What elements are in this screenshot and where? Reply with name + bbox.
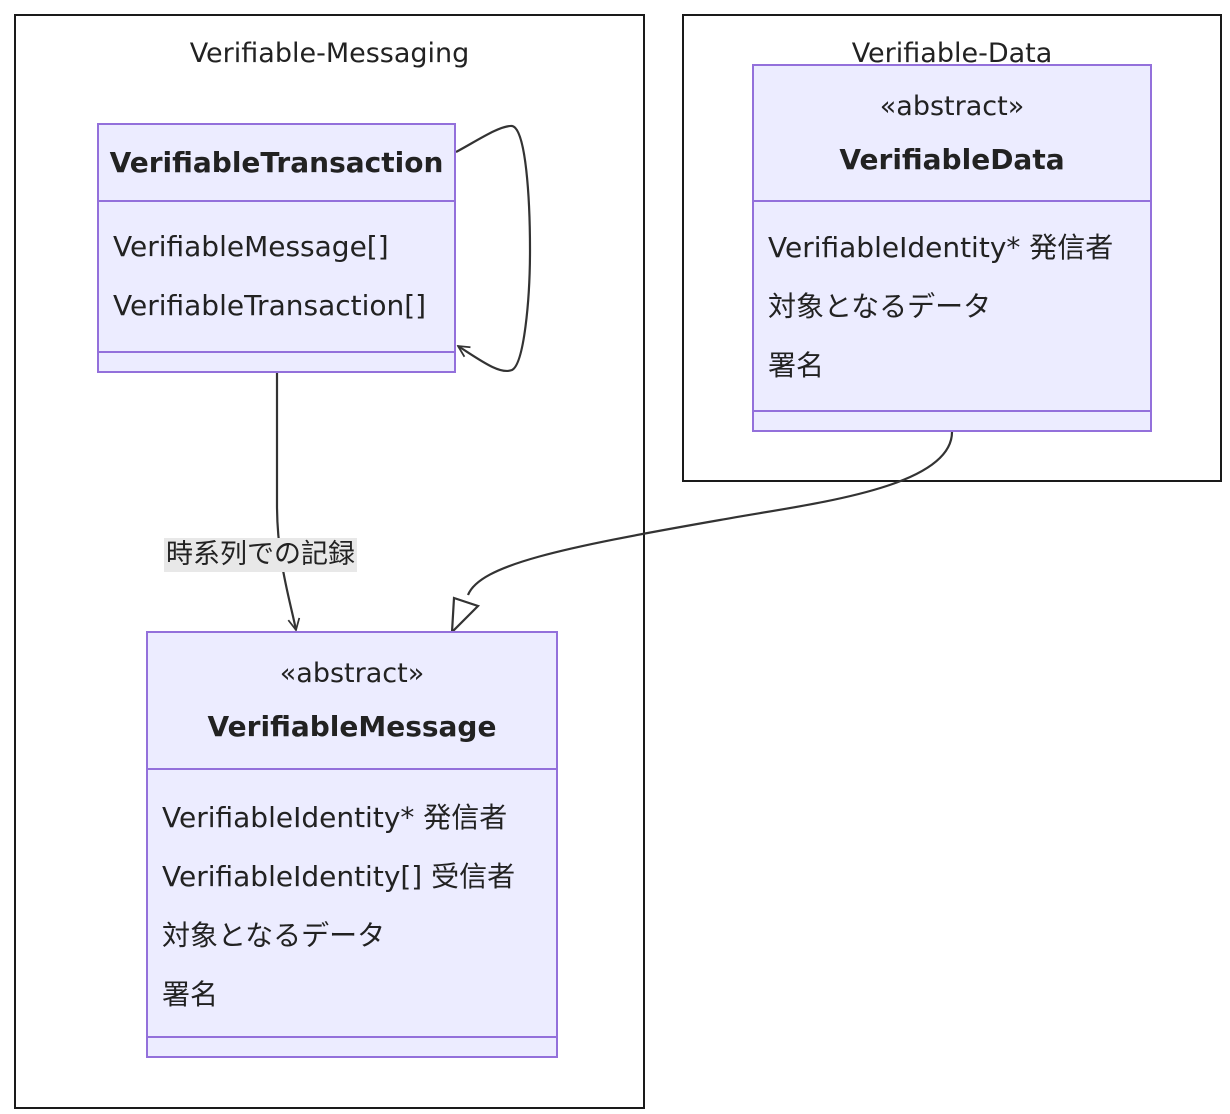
class-attributes: VerifiableMessage[] VerifiableTransactio… (99, 202, 454, 353)
inheritance-edge (466, 431, 954, 596)
self-association-edge (455, 124, 532, 373)
class-attributes: VerifiableIdentity* 発信者 対象となるデータ 署名 (754, 202, 1150, 412)
cluster-title-messaging: Verifiable-Messaging (189, 38, 470, 69)
attribute-row: VerifiableIdentity* 発信者 (162, 801, 508, 834)
attribute-row: VerifiableMessage[] (113, 230, 389, 263)
class-methods (148, 1038, 556, 1056)
attribute-row: 署名 (162, 978, 219, 1011)
attribute-row: 署名 (768, 349, 825, 382)
class-header: «abstract» VerifiableData (754, 66, 1150, 202)
class-methods (754, 412, 1150, 430)
class-methods (99, 353, 454, 371)
attribute-row: 対象となるデータ (768, 290, 992, 323)
attribute-row: VerifiableTransaction[] (113, 289, 427, 322)
transaction-message-association-edge (275, 373, 296, 630)
class-header: VerifiableTransaction (99, 125, 454, 202)
class-name: VerifiableMessage (207, 710, 497, 743)
class-header: «abstract» VerifiableMessage (148, 633, 556, 770)
class-stereotype: «abstract» (279, 658, 425, 689)
inheritance-triangle-icon (450, 596, 481, 635)
class-verifiable-data[interactable]: «abstract» VerifiableData VerifiableIden… (752, 64, 1152, 432)
class-attributes: VerifiableIdentity* 発信者 VerifiableIdenti… (148, 770, 556, 1038)
attribute-row: 対象となるデータ (162, 919, 386, 952)
attribute-row: VerifiableIdentity[] 受信者 (162, 860, 516, 893)
class-verifiable-message[interactable]: «abstract» VerifiableMessage VerifiableI… (146, 631, 558, 1058)
attribute-row: VerifiableIdentity* 発信者 (768, 231, 1114, 264)
class-name: VerifiableData (839, 142, 1065, 176)
association-label: 時系列での記録 (164, 538, 357, 572)
class-name: VerifiableTransaction (109, 145, 444, 179)
class-verifiable-transaction[interactable]: VerifiableTransaction VerifiableMessage[… (97, 123, 456, 373)
cluster-title-data: Verifiable-Data (851, 38, 1053, 69)
class-stereotype: «abstract» (879, 90, 1025, 122)
